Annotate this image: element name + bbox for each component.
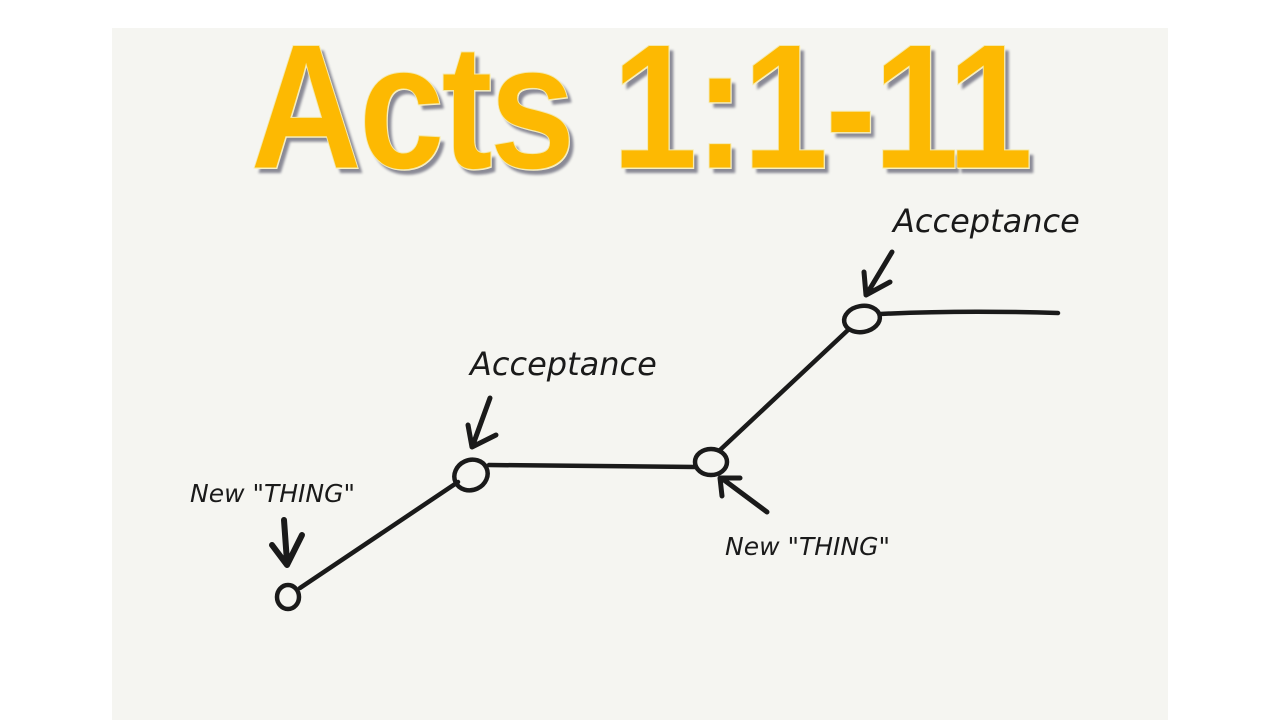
slide-background — [112, 28, 1168, 720]
label-acceptance-1: Acceptance — [468, 345, 657, 383]
label-new-thing-2: New "THING" — [725, 532, 890, 561]
segment-plateau-2 — [877, 309, 1061, 317]
arrow-down-left-icon — [465, 395, 499, 450]
segment-plateau-1 — [486, 462, 699, 470]
node-new-thing-1 — [274, 582, 302, 612]
segment-rise-2 — [717, 327, 851, 453]
segment-rise-1 — [297, 479, 461, 591]
label-acceptance-2: Acceptance — [891, 202, 1080, 240]
label-new-thing-1: New "THING" — [190, 479, 355, 508]
node-new-thing-2 — [692, 446, 730, 478]
node-acceptance-2 — [841, 303, 883, 335]
slide-title: Acts 1:1-11 — [250, 7, 1034, 206]
arrow-down-icon — [269, 517, 305, 568]
arrow-up-left-icon — [717, 475, 770, 515]
arrow-down-left-icon — [861, 249, 895, 298]
node-acceptance-1 — [452, 457, 490, 493]
